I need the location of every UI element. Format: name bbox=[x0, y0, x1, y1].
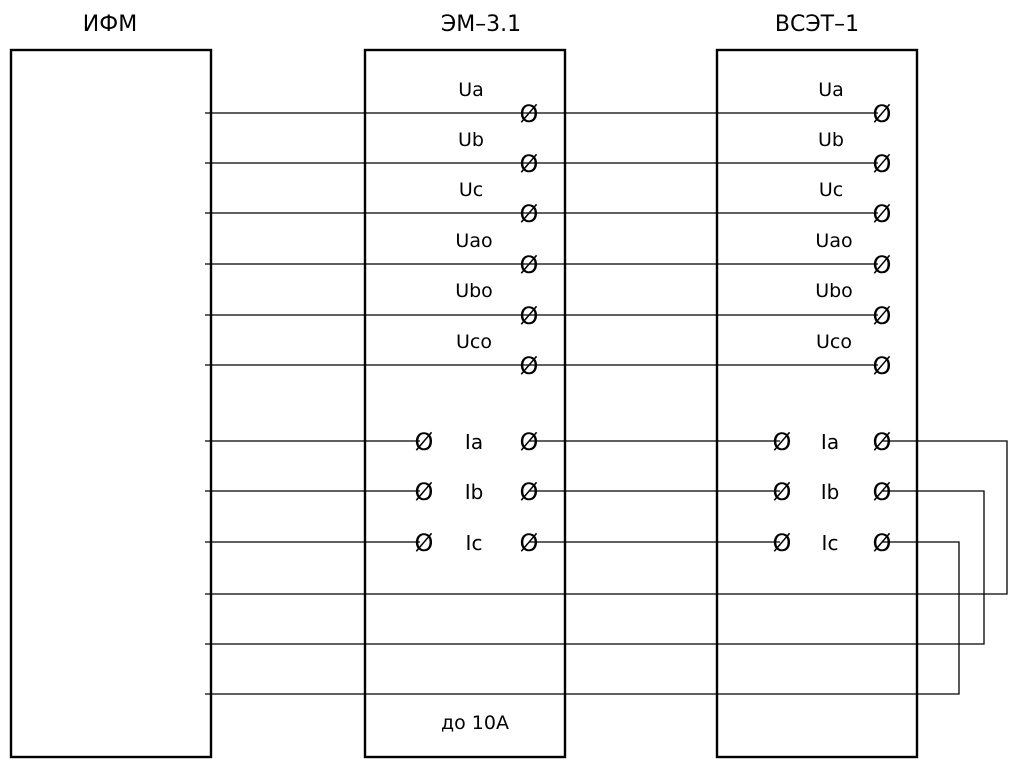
vset-box bbox=[715, 48, 919, 759]
em-label-uc: Uc bbox=[459, 179, 483, 201]
vset-title: ВСЭТ–1 bbox=[775, 12, 859, 37]
vset-voltage-labels: Ua Ub Uc Uao Ubo Uco bbox=[815, 79, 853, 353]
terminal-icon: Ø bbox=[520, 200, 539, 228]
voltage-wires bbox=[205, 112, 878, 366]
terminal-icon: Ø bbox=[415, 529, 434, 557]
terminal-icon: Ø bbox=[873, 302, 892, 330]
terminal-icon: Ø bbox=[873, 428, 892, 456]
terminal-icon: Ø bbox=[520, 100, 539, 128]
vset-label-ua: Ua bbox=[818, 79, 844, 101]
em-voltage-terminals: Ø Ø Ø Ø Ø Ø bbox=[520, 100, 539, 380]
terminal-icon: Ø bbox=[520, 352, 539, 380]
em-label-uco: Uco bbox=[456, 331, 492, 353]
terminal-icon: Ø bbox=[773, 428, 792, 456]
return-wire-ib bbox=[205, 490, 985, 645]
vset-current-section: Ø Ø Ø Ia Ib Ic Ø Ø Ø bbox=[773, 428, 892, 557]
em-voltage-labels: Ua Ub Uc Uao Ubo Uco bbox=[455, 79, 493, 353]
return-wire-ic bbox=[205, 541, 960, 695]
terminal-icon: Ø bbox=[873, 200, 892, 228]
vset-label-uao: Uao bbox=[815, 230, 852, 252]
terminal-icon: Ø bbox=[873, 150, 892, 178]
current-wires bbox=[205, 440, 780, 543]
vset-label-ic: Ic bbox=[822, 531, 839, 555]
vset-label-ub: Ub bbox=[818, 129, 844, 151]
vset-label-uc: Uc bbox=[819, 179, 843, 201]
terminal-icon: Ø bbox=[520, 478, 539, 506]
terminal-icon: Ø bbox=[873, 478, 892, 506]
em-label-ub: Ub bbox=[458, 129, 484, 151]
em-label-ua: Ua bbox=[458, 79, 484, 101]
em-label-ib: Ib bbox=[465, 480, 484, 504]
terminal-icon: Ø bbox=[873, 100, 892, 128]
terminal-icon: Ø bbox=[520, 150, 539, 178]
em-title: ЭМ–3.1 bbox=[441, 12, 521, 37]
terminal-icon: Ø bbox=[520, 428, 539, 456]
terminal-icon: Ø bbox=[873, 251, 892, 279]
vset-label-uco: Uco bbox=[816, 331, 852, 353]
vset-label-ib: Ib bbox=[821, 480, 840, 504]
terminal-icon: Ø bbox=[773, 478, 792, 506]
terminal-icon: Ø bbox=[520, 251, 539, 279]
em-label-uao: Uao bbox=[455, 230, 492, 252]
terminal-icon: Ø bbox=[873, 529, 892, 557]
vset-label-ubo: Ubo bbox=[815, 280, 853, 302]
em-label-ubo: Ubo bbox=[455, 280, 493, 302]
terminal-icon: Ø bbox=[520, 529, 539, 557]
return-wire-ia bbox=[205, 440, 1008, 595]
em-current-limit-note: до 10А bbox=[441, 712, 509, 734]
terminal-icon: Ø bbox=[773, 529, 792, 557]
vset-label-ia: Ia bbox=[821, 430, 839, 454]
ifm-box bbox=[9, 48, 213, 759]
terminal-icon: Ø bbox=[415, 428, 434, 456]
terminal-icon: Ø bbox=[415, 478, 434, 506]
ifm-title: ИФМ bbox=[83, 12, 137, 37]
vset-voltage-terminals: Ø Ø Ø Ø Ø Ø bbox=[873, 100, 892, 380]
terminal-icon: Ø bbox=[520, 302, 539, 330]
em-label-ia: Ia bbox=[465, 430, 483, 454]
em-box bbox=[363, 48, 567, 759]
terminal-icon: Ø bbox=[873, 352, 892, 380]
em-current-section: Ø Ø Ø Ia Ib Ic Ø Ø Ø bbox=[415, 428, 539, 557]
return-wires bbox=[205, 440, 1008, 695]
em-label-ic: Ic bbox=[466, 531, 483, 555]
